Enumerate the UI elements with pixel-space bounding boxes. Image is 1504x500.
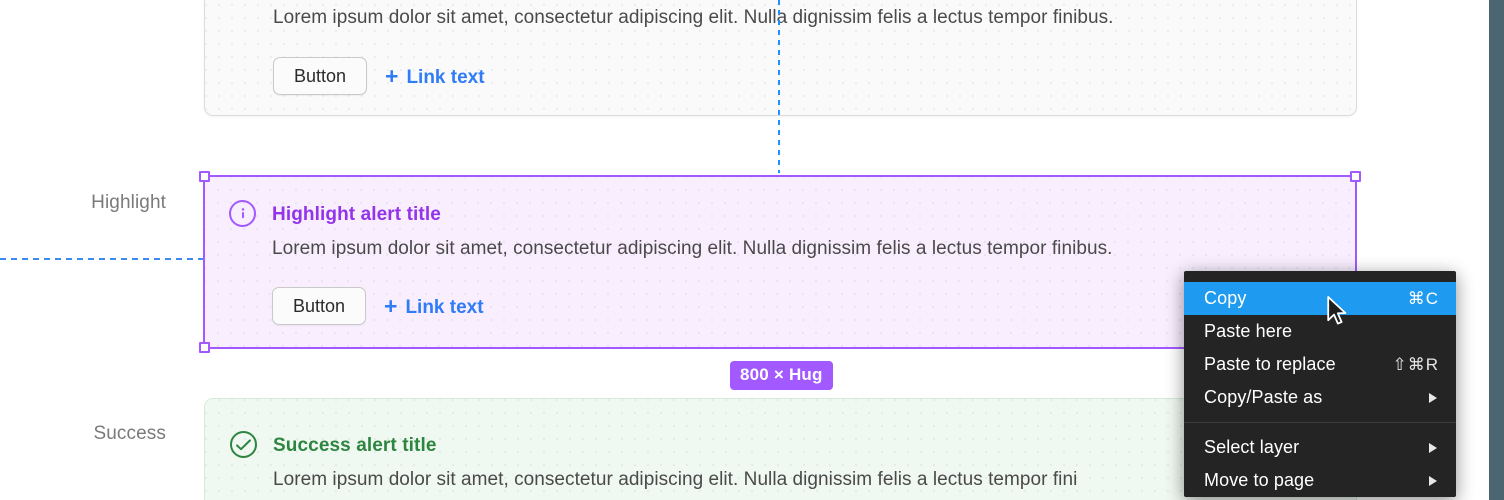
row-label-highlight: Highlight: [91, 192, 166, 213]
chevron-right-icon: [1429, 392, 1437, 403]
alert-highlight-link[interactable]: + Link text: [384, 293, 484, 319]
menu-item-copy-label: Copy: [1204, 288, 1247, 308]
alert-info-link[interactable]: + Link text: [385, 63, 485, 89]
alert-highlight-button[interactable]: Button: [272, 287, 367, 325]
check-circle-icon: [230, 431, 257, 458]
plus-icon: +: [384, 293, 398, 319]
menu-item-paste-to-replace[interactable]: Paste to replace ⇧⌘R: [1184, 348, 1456, 381]
menu-item-copy[interactable]: Copy ⌘C: [1184, 282, 1456, 315]
vertical-alignment-guide: [778, 0, 780, 173]
info-circle-icon: [229, 200, 256, 227]
menu-item-paste-to-replace-label: Paste to replace: [1204, 354, 1336, 374]
menu-item-copy-shortcut: ⌘C: [1407, 288, 1439, 308]
alert-highlight-link-label: Link text: [405, 296, 484, 318]
alert-highlight-body: Lorem ipsum dolor sit amet, consectetur …: [272, 238, 1113, 259]
context-menu[interactable]: Copy ⌘C Paste here Paste to replace ⇧⌘R …: [1184, 271, 1456, 497]
plus-icon: +: [385, 63, 399, 89]
chevron-right-icon: [1429, 475, 1437, 486]
selection-size-badge: 800 × Hug: [730, 361, 833, 390]
alert-success-title: Success alert title: [273, 435, 437, 456]
menu-separator: [1184, 422, 1456, 423]
horizontal-alignment-guide: [0, 258, 204, 260]
menu-item-copy-paste-as[interactable]: Copy/Paste as: [1184, 381, 1456, 414]
alert-info-link-label: Link text: [406, 66, 485, 88]
menu-item-select-layer-label: Select layer: [1204, 437, 1300, 457]
menu-item-select-layer[interactable]: Select layer: [1184, 431, 1456, 464]
alert-info-button[interactable]: Button: [273, 57, 368, 95]
menu-item-copy-paste-as-label: Copy/Paste as: [1204, 387, 1323, 407]
alert-success-body: Lorem ipsum dolor sit amet, consectetur …: [273, 469, 1078, 490]
menu-item-move-to-page-label: Move to page: [1204, 470, 1315, 490]
menu-item-paste-to-replace-shortcut: ⇧⌘R: [1392, 354, 1439, 374]
alert-card-info[interactable]: Lorem ipsum dolor sit amet, consectetur …: [204, 0, 1357, 116]
right-panel-edge: [1489, 0, 1504, 500]
row-label-success: Success: [93, 423, 166, 444]
chevron-right-icon: [1429, 442, 1437, 453]
alert-info-body: Lorem ipsum dolor sit amet, consectetur …: [273, 7, 1114, 28]
menu-item-paste-here-label: Paste here: [1204, 321, 1293, 341]
alert-highlight-title: Highlight alert title: [272, 204, 441, 225]
menu-item-paste-here[interactable]: Paste here: [1184, 315, 1456, 348]
menu-item-move-to-page[interactable]: Move to page: [1184, 464, 1456, 497]
